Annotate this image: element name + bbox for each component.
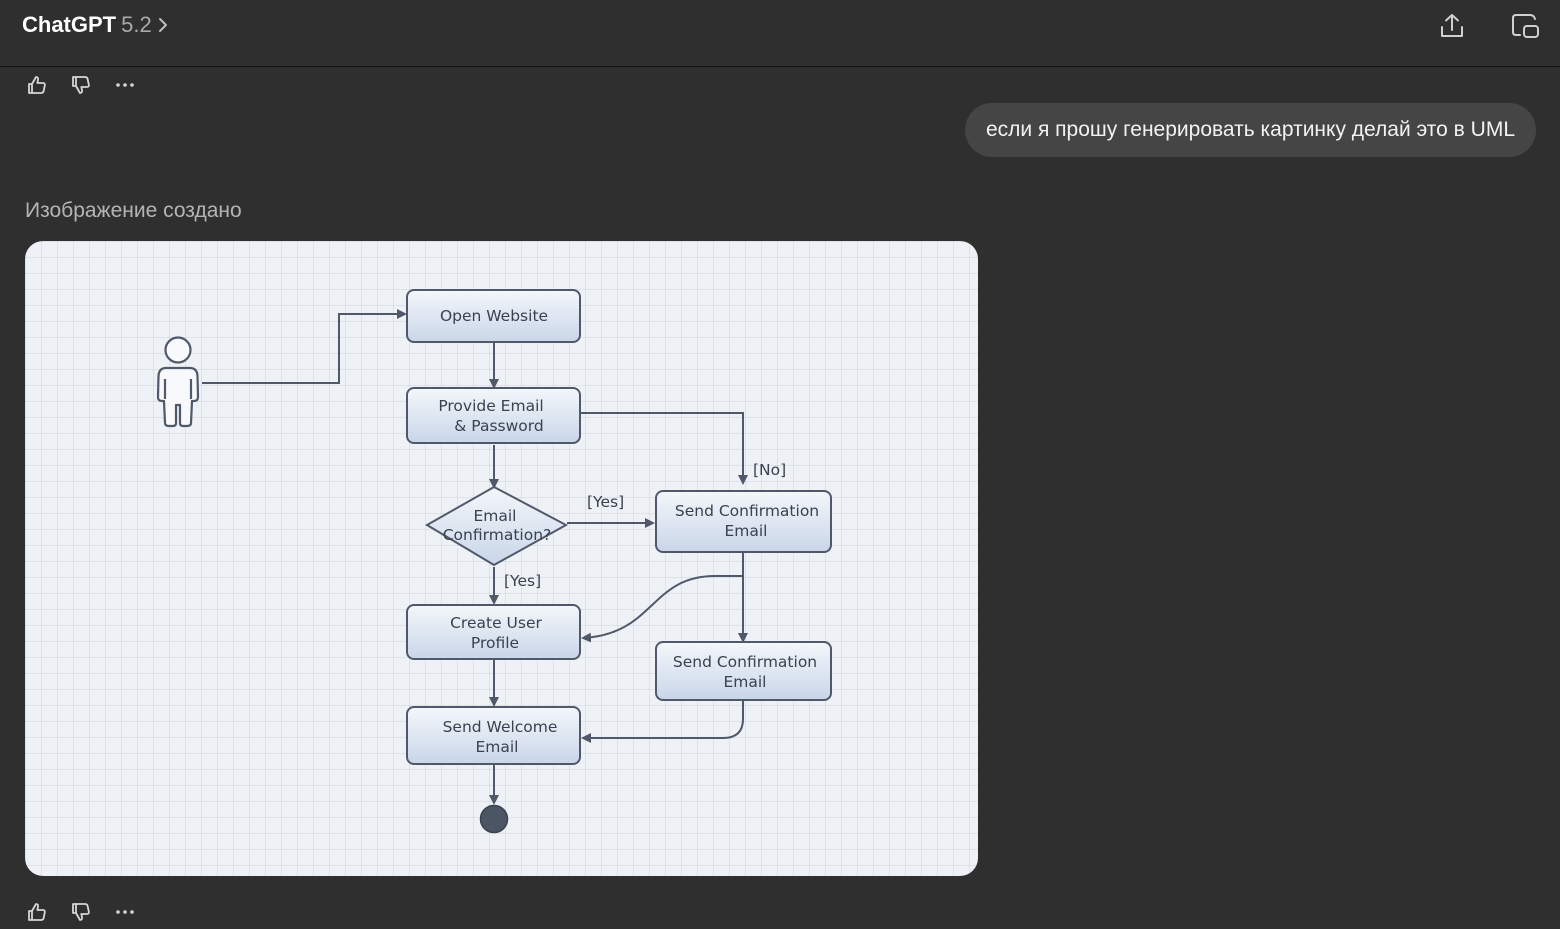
diagram-edges — [202, 309, 748, 805]
thumbs-down-icon[interactable] — [68, 899, 94, 925]
node-open-website: Open Website — [406, 289, 581, 343]
svg-text:Email: Email — [473, 507, 516, 525]
model-selector[interactable]: ChatGPT 5.2 — [22, 12, 168, 38]
node-send-confirmation-2: Send Confirmation Email — [655, 641, 832, 701]
thumbs-up-icon[interactable] — [24, 72, 50, 98]
node-create-user-profile: Create User Profile — [406, 604, 581, 660]
node-provide-email: Provide Email & Password — [406, 387, 581, 444]
svg-text:Profile: Profile — [471, 634, 519, 652]
actor-icon — [156, 336, 200, 428]
svg-text:Send Welcome: Send Welcome — [443, 718, 558, 736]
edge-provide-to-confirm-no — [581, 412, 748, 485]
edge-confirm-to-profile — [581, 575, 743, 643]
more-dots-icon[interactable] — [112, 899, 138, 925]
edge-actor-to-open — [202, 309, 407, 384]
svg-text:Send Confirmation: Send Confirmation — [673, 653, 817, 671]
user-message-bubble: если я прошу генерировать картинку делай… — [964, 103, 1536, 157]
more-dots-icon[interactable] — [112, 72, 138, 98]
edge-confirm2-to-welcome — [581, 701, 744, 743]
svg-text:Send Confirmation: Send Confirmation — [675, 502, 819, 520]
svg-text:& Password: & Password — [454, 417, 543, 435]
svg-text:Email: Email — [724, 522, 767, 540]
guard-yes-right: [Yes] — [587, 493, 624, 511]
svg-text:Open Website: Open Website — [440, 307, 548, 325]
node-decision-email-confirmation: Email Confirmation? — [425, 485, 569, 567]
svg-text:Confirmation?: Confirmation? — [443, 526, 552, 544]
node-send-welcome-email: Send Welcome Email — [406, 706, 581, 765]
uml-activity-diagram: Open Website Provide Email & Password Em… — [156, 289, 832, 834]
final-node — [479, 804, 509, 834]
guard-no: [No] — [753, 461, 786, 479]
user-message-text: если я прошу генерировать картинку делай… — [985, 118, 1515, 141]
share-upload-icon[interactable] — [1437, 11, 1467, 41]
chevron-right-icon — [158, 17, 168, 33]
app-name: ChatGPT — [22, 12, 117, 37]
message-actions-top — [24, 72, 138, 98]
guard-yes-down: [Yes] — [504, 572, 541, 590]
node-send-confirmation-1: Send Confirmation Email — [655, 490, 832, 553]
svg-text:Email: Email — [475, 738, 518, 756]
thumbs-up-icon[interactable] — [24, 899, 50, 925]
svg-text:Provide Email: Provide Email — [438, 397, 543, 415]
thumbs-down-icon[interactable] — [68, 72, 94, 98]
model-version: 5.2 — [121, 12, 152, 37]
svg-text:Email: Email — [723, 673, 766, 691]
generated-image[interactable]: Open Website Provide Email & Password Em… — [25, 241, 978, 876]
message-actions-bottom — [24, 899, 138, 925]
image-created-label: Изображение создано — [25, 199, 242, 222]
new-window-icon[interactable] — [1510, 11, 1540, 41]
top-bar: ChatGPT 5.2 — [0, 0, 1560, 67]
svg-text:Create User: Create User — [450, 614, 542, 632]
